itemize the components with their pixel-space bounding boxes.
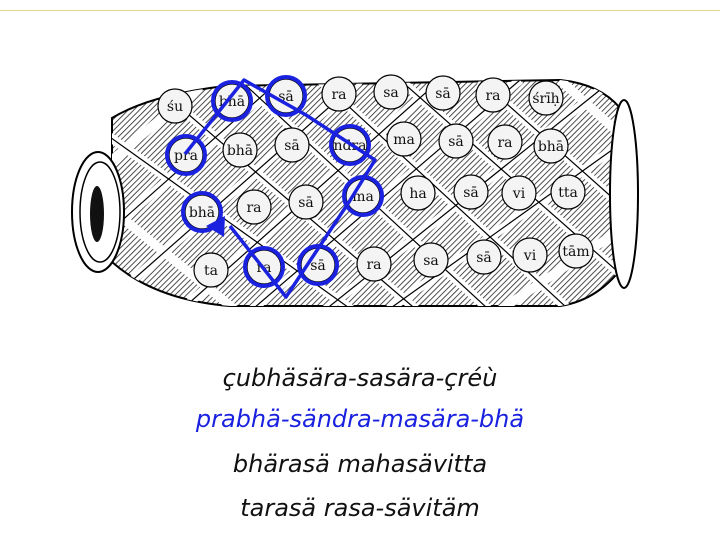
- syllable-3-6: sā: [453, 174, 489, 210]
- syllable-label: sā: [448, 134, 464, 150]
- syllable-label: ra: [246, 200, 261, 216]
- highlight-ring: [265, 75, 307, 117]
- syllable-2-8: bhā: [533, 128, 569, 164]
- highlight-ring: [329, 124, 371, 166]
- syllable-3-8: tta: [550, 174, 586, 210]
- syllable-4-1: ta: [193, 252, 229, 288]
- syllable-label: sā: [435, 86, 451, 102]
- syllable-label: sā: [284, 138, 300, 154]
- syllable-label: ha: [409, 186, 426, 202]
- syllable-4-4: ra: [356, 246, 392, 282]
- syllable-2-2: bhā: [222, 132, 258, 168]
- syllable-1-3: sā: [265, 75, 307, 117]
- syllable-label: vi: [523, 248, 537, 264]
- syllable-label: sā: [310, 258, 326, 274]
- syllable-4-8: tām: [558, 233, 594, 269]
- syllable-label: ma: [393, 132, 415, 148]
- syllable-4-6: sā: [466, 239, 502, 275]
- syllable-label: sa: [423, 253, 439, 269]
- drum-left-head: [71, 151, 125, 273]
- syllable-label: tta: [558, 185, 578, 201]
- syllable-1-8: śrīḥ: [528, 80, 564, 116]
- syllable-1-6: sā: [425, 75, 461, 111]
- syllable-1-4: ra: [321, 76, 357, 112]
- syllable-label: ta: [204, 263, 218, 279]
- syllable-label: sa: [383, 85, 399, 101]
- syllable-2-1: pra: [165, 134, 207, 176]
- verse-line-1: çubhäsära-sasära-çréù: [222, 364, 498, 392]
- highlight-path: [183, 78, 377, 299]
- syllable-3-3: sā: [288, 184, 324, 220]
- syllable-label: bhā: [227, 143, 253, 159]
- syllable-label: sā: [476, 250, 492, 266]
- syllable-label: bhā: [538, 139, 564, 155]
- syllable-3-2: ra: [236, 189, 272, 225]
- syllable-2-3: sā: [274, 127, 310, 163]
- syllable-label: bhā: [189, 205, 215, 221]
- verse-line-4: tarasä rasa-sävitäm: [240, 494, 480, 522]
- syllable-2-5: ma: [386, 121, 422, 157]
- syllable-4-7: vi: [512, 237, 548, 273]
- drum-right-head: [609, 99, 639, 289]
- syllable-label: sā: [463, 185, 479, 201]
- syllable-2-7: ra: [487, 124, 523, 160]
- syllable-1-7: ra: [475, 77, 511, 113]
- syllable-label: ra: [331, 87, 346, 103]
- syllable-label: sā: [298, 195, 314, 211]
- syllable-label: ra: [497, 135, 512, 151]
- syllable-3-5: ha: [400, 175, 436, 211]
- syllable-label: śrīḥ: [532, 91, 559, 107]
- syllable-label: śu: [167, 99, 183, 115]
- syllable-label: ra: [485, 88, 500, 104]
- highlight-ring: [243, 246, 285, 288]
- syllable-label: tām: [562, 244, 589, 260]
- highlight-ring: [211, 80, 253, 122]
- verse-line-2: prabhä-sändra-masära-bhä: [195, 405, 525, 433]
- syllable-label: ma: [352, 189, 374, 205]
- syllable-1-5: sa: [373, 74, 409, 110]
- syllable-3-1: bhā: [181, 191, 223, 233]
- highlight-arrowhead: [206, 216, 225, 237]
- syllable-label: vi: [512, 186, 526, 202]
- verse-line-3: bhärasä mahasävitta: [232, 450, 488, 478]
- syllable-4-5: sa: [413, 242, 449, 278]
- syllable-3-7: vi: [501, 175, 537, 211]
- syllable-2-6: sā: [438, 123, 474, 159]
- syllable-label: ra: [366, 257, 381, 273]
- syllable-1-1: śu: [157, 88, 193, 124]
- top-rule: [0, 10, 720, 11]
- syllable-label: pra: [174, 148, 198, 164]
- highlight-ring: [165, 134, 207, 176]
- highlight-ring: [181, 191, 223, 233]
